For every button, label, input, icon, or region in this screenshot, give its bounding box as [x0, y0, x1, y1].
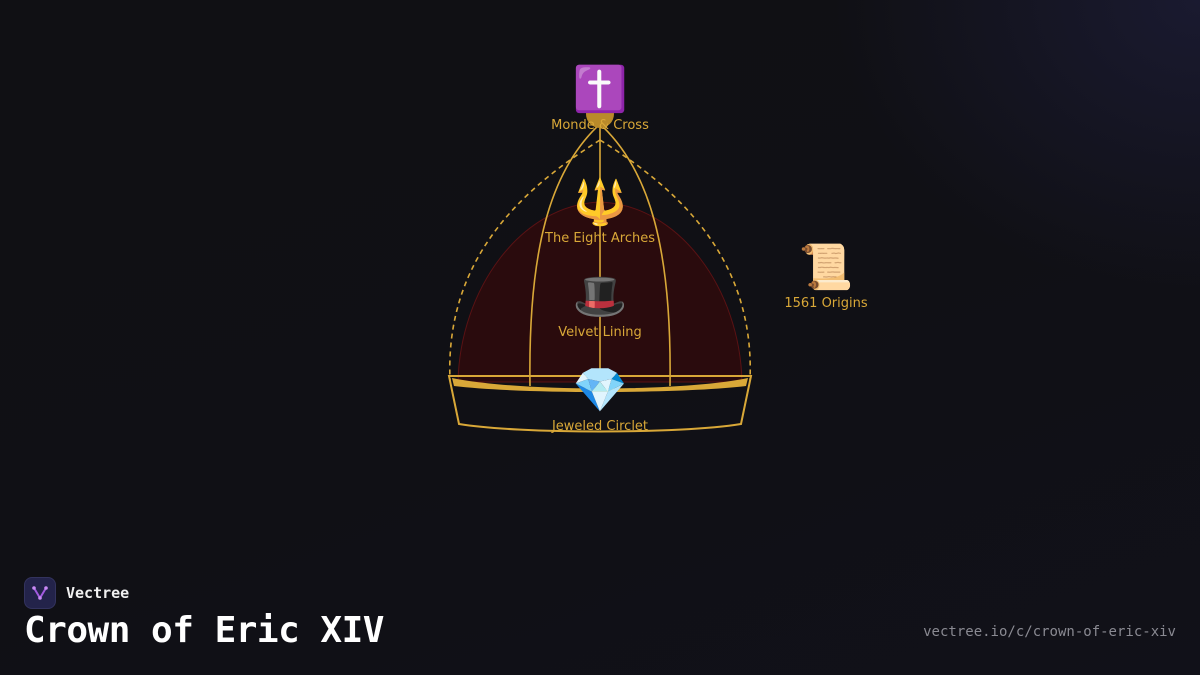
vectree-logo-icon [24, 577, 56, 609]
monde-orb [586, 100, 614, 128]
brand-name: Vectree [66, 584, 130, 602]
brand[interactable]: Vectree [24, 577, 129, 609]
inner-arch-left [529, 123, 601, 387]
node-label: The Eight Arches [545, 231, 655, 246]
node-eight-arches[interactable]: 🔱 The Eight Arches [500, 177, 700, 246]
vectree-logo-mark [32, 586, 48, 600]
circlet-band [447, 375, 753, 433]
circlet-rim [452, 378, 748, 392]
node-label: 1561 Origins [784, 296, 868, 311]
outer-arch-left [449, 139, 601, 381]
gem-icon: 💎 [572, 365, 628, 416]
inner-arch-right [599, 123, 671, 387]
top-hat-icon: 🎩 [572, 271, 628, 322]
orthodox-cross-icon: ✝️ [572, 64, 628, 115]
scroll-icon: 📜 [798, 242, 854, 293]
trident-icon: 🔱 [572, 177, 628, 228]
page-title: Crown of Eric XIV [24, 610, 384, 651]
page-url[interactable]: vectree.io/c/crown-of-eric-xiv [923, 624, 1176, 640]
node-label: Jeweled Circlet [551, 419, 649, 434]
node-label: Velvet Lining [558, 325, 642, 340]
node-monde-cross[interactable]: ✝️ Monde & Cross [500, 64, 700, 133]
node-label: Monde & Cross [551, 118, 649, 133]
node-1561-origins[interactable]: 📜 1561 Origins [726, 242, 926, 311]
node-jeweled-circlet[interactable]: 💎 Jeweled Circlet [500, 365, 700, 434]
outer-arch-right [599, 139, 751, 381]
node-velvet-lining[interactable]: 🎩 Velvet Lining [500, 271, 700, 340]
